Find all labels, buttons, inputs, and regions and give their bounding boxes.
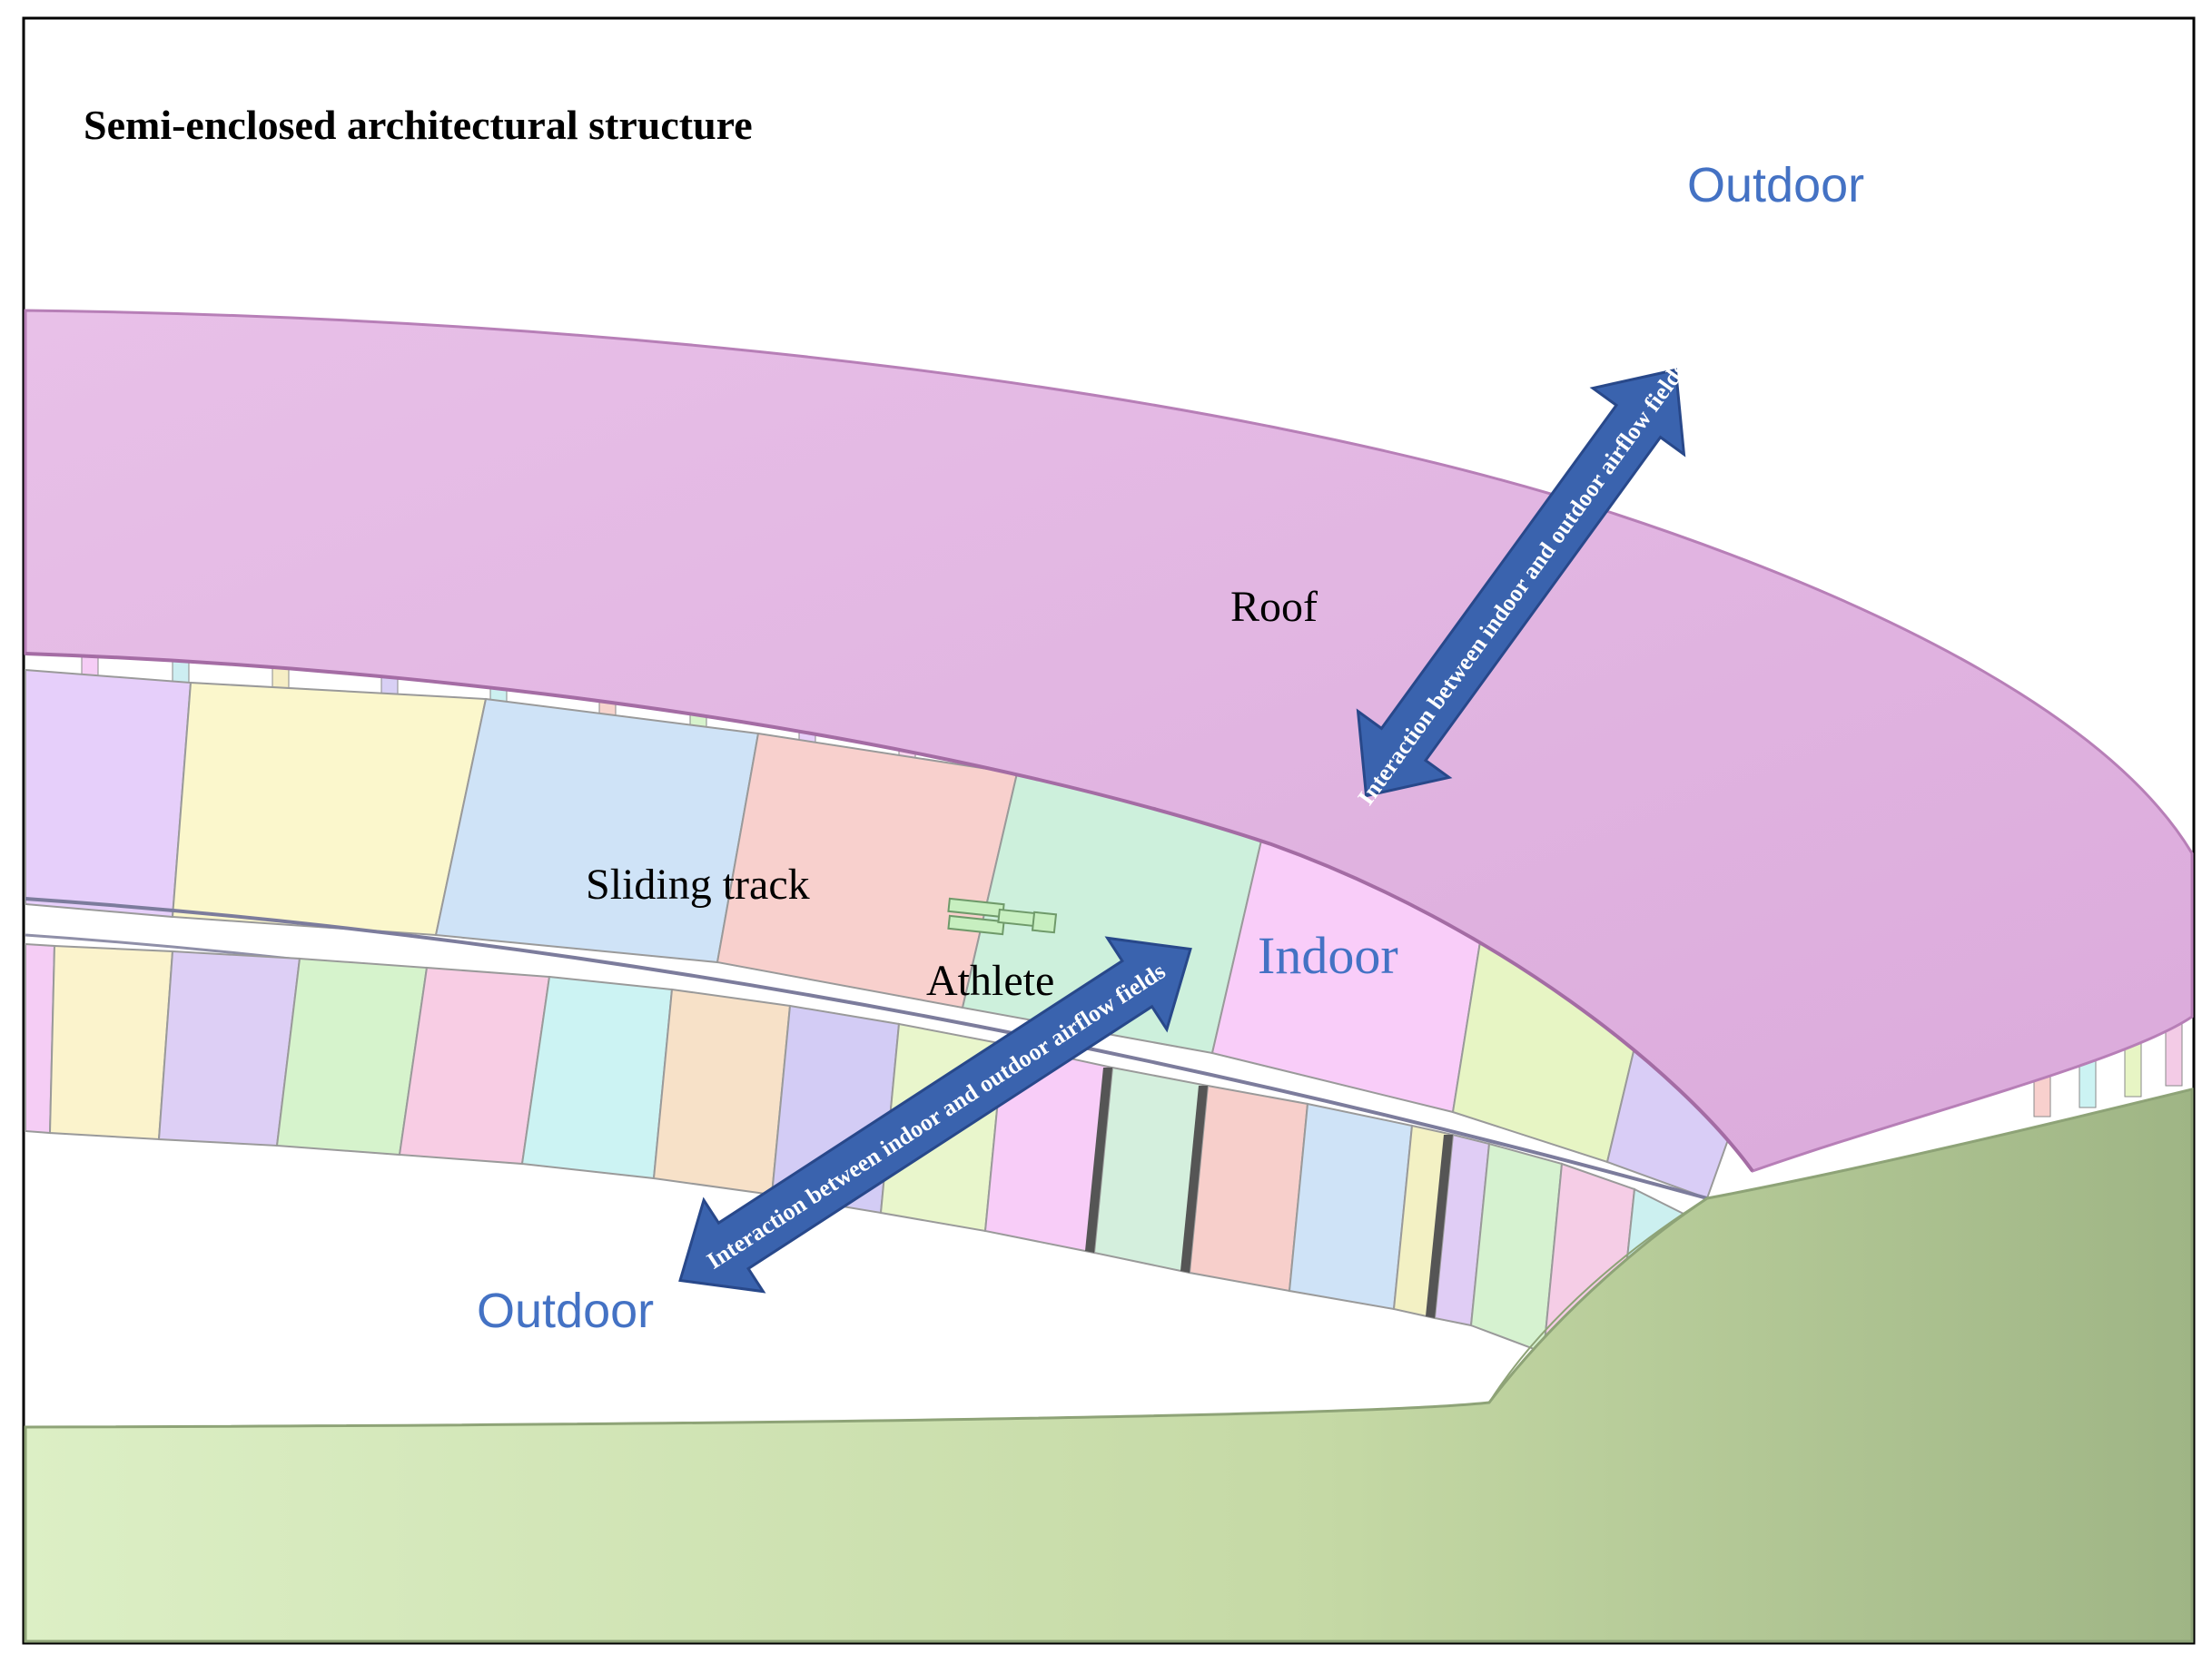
green-foreground-deck — [24, 1088, 2194, 1643]
diagram-title: Semi-enclosed architectural structure — [84, 102, 753, 148]
athlete-label: Athlete — [926, 957, 1054, 1005]
roof-label: Roof — [1230, 583, 1318, 631]
indoor-label: Indoor — [1258, 926, 1398, 985]
sliding-track-label: Sliding track — [586, 861, 810, 909]
athlete-model — [947, 897, 1058, 936]
outdoor-bottom-label: Outdoor — [477, 1284, 654, 1338]
outdoor-top-label: Outdoor — [1687, 158, 1864, 212]
